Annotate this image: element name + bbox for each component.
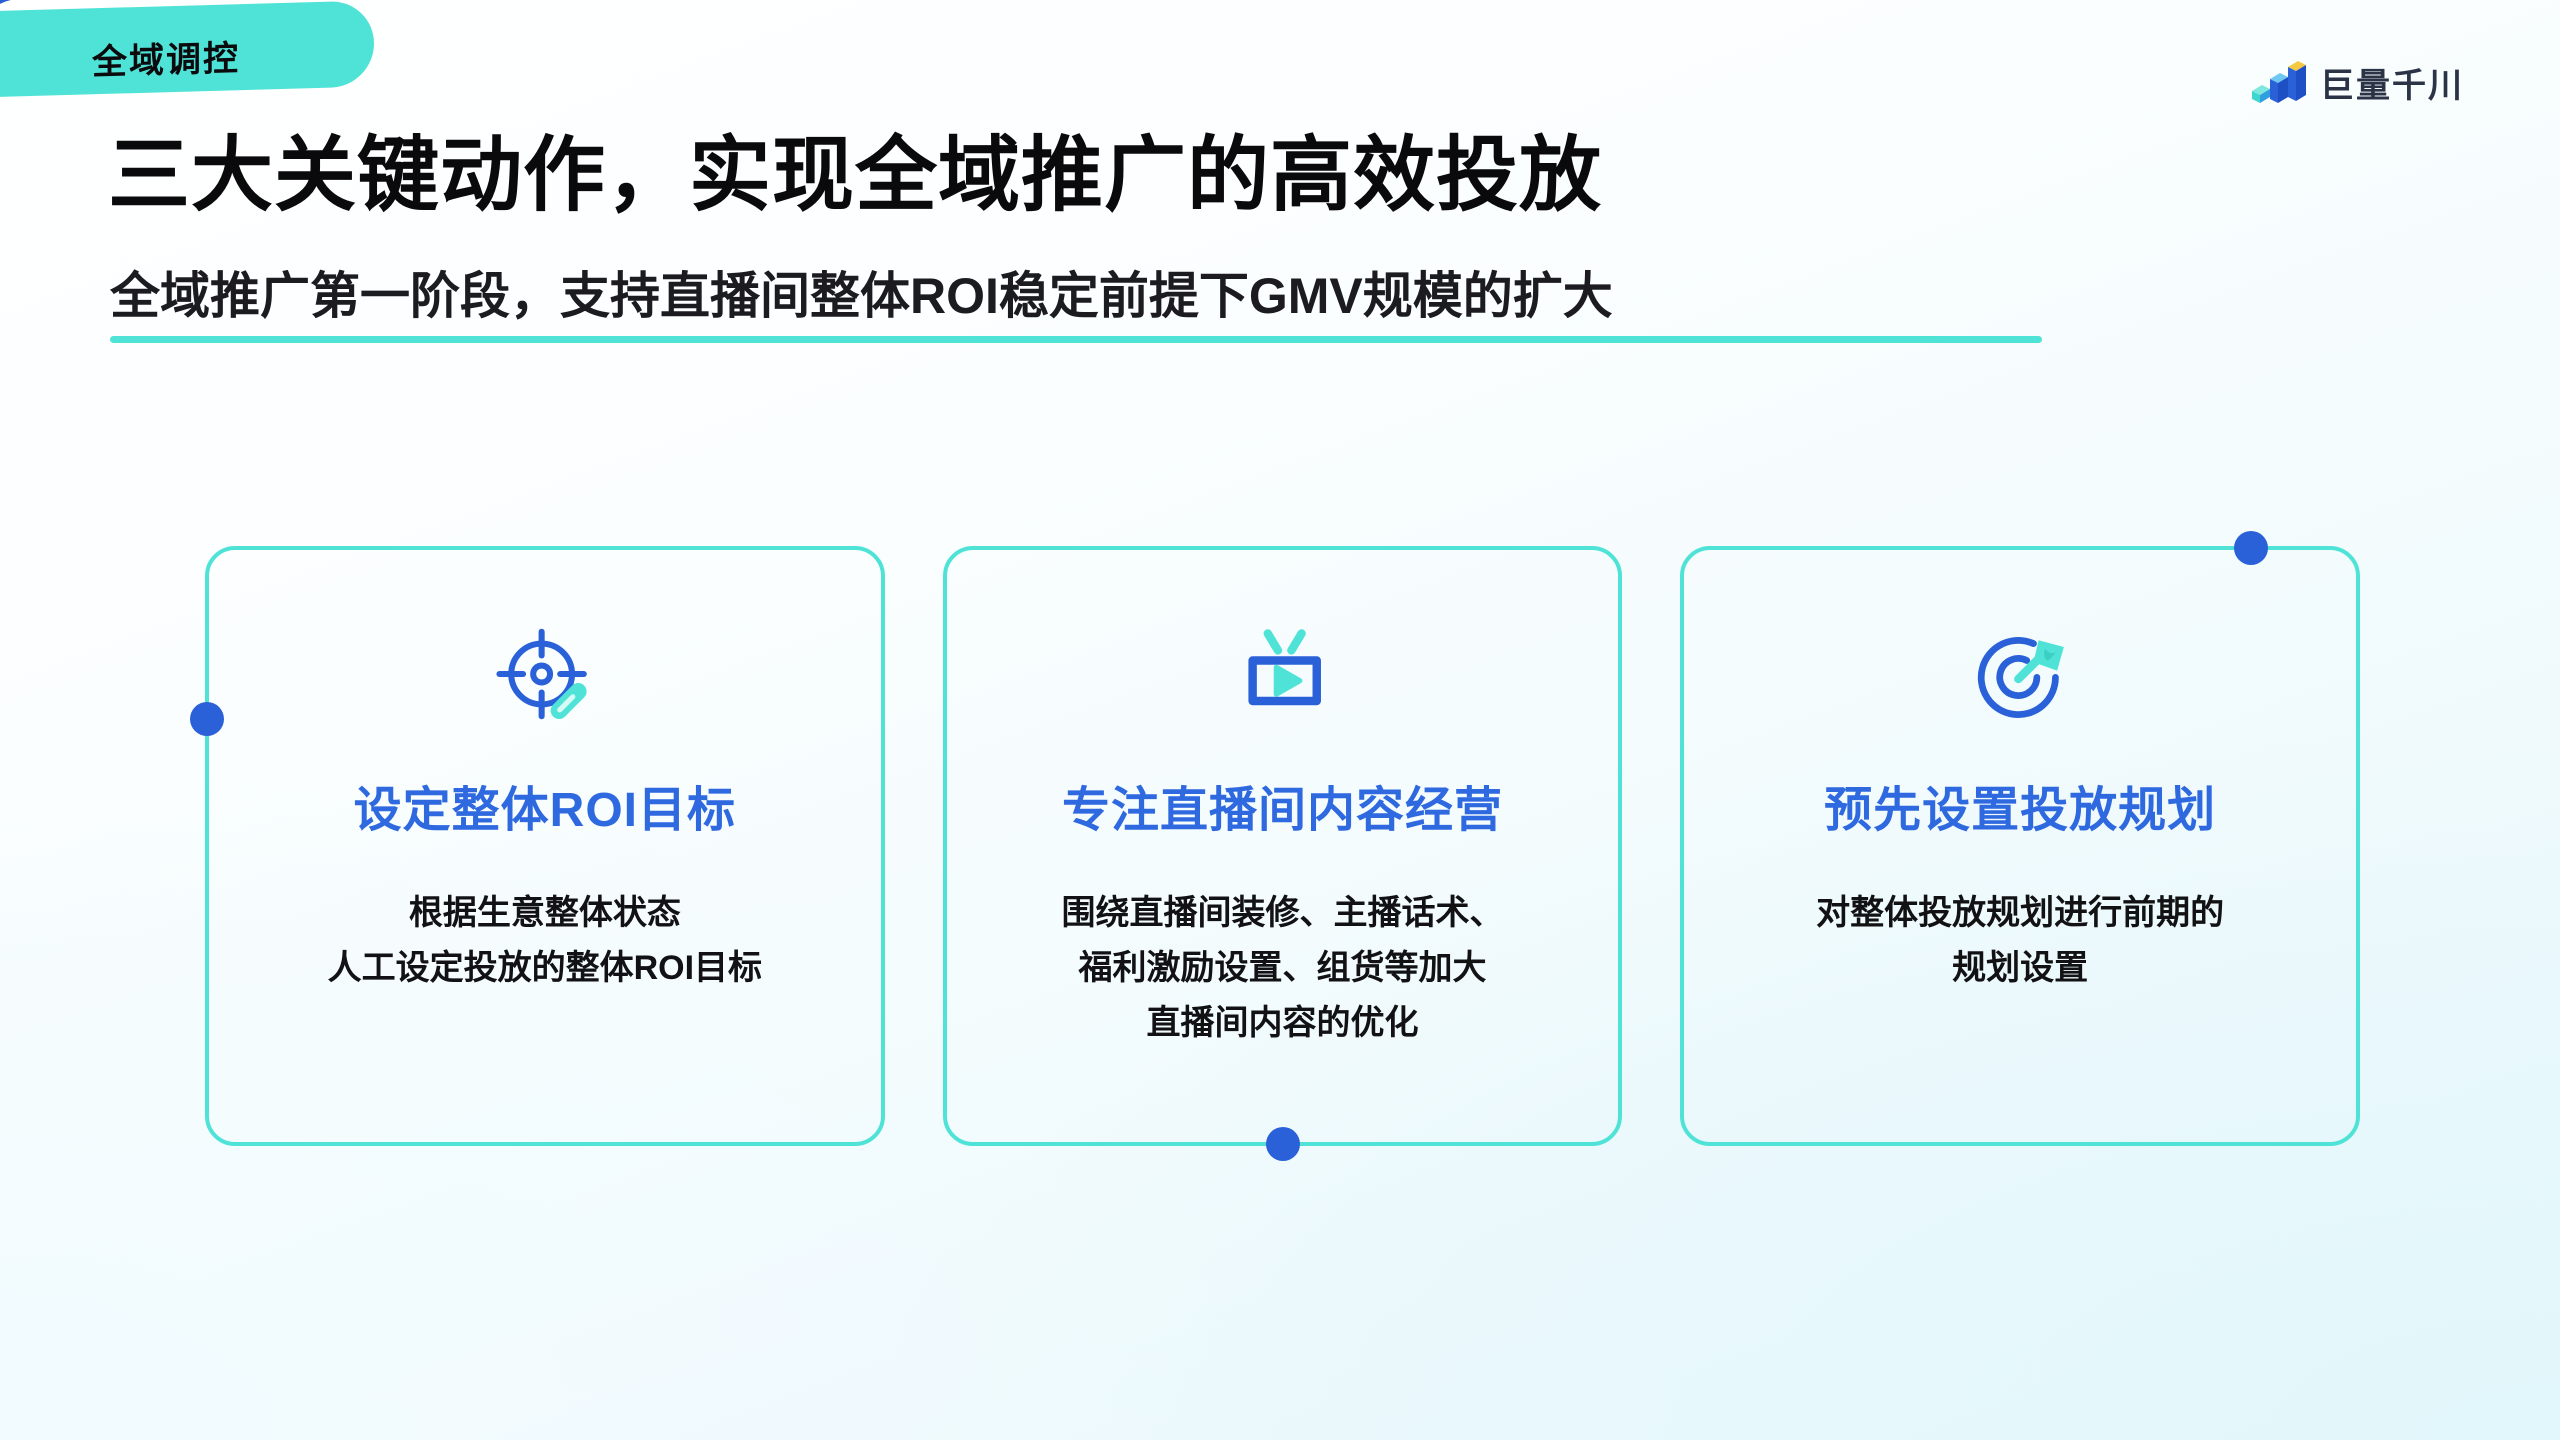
target-flag-icon (1978, 637, 2065, 718)
decorative-dot (2234, 531, 2269, 565)
subtitle-underline (110, 335, 2042, 343)
card-preset-delivery-plan[interactable]: 预先设置投放规划 对整体投放规划进行前期的 规划设置 (1680, 531, 2361, 1146)
card-body: 根据生意整体状态 人工设定投放的整体ROI目标 (327, 894, 763, 988)
live-tv-play-icon (1247, 629, 1321, 706)
bar-chart-logo-icon (2252, 60, 2306, 103)
card-icon (1966, 616, 2074, 732)
card-live-content-operation[interactable]: 专注直播间内容经营 围绕直播间装修、主播话术、 福利激励设置、组货等加大 直播间… (942, 546, 1623, 1161)
card-icon (491, 616, 599, 732)
logo-text: 巨量千川 (2320, 67, 2464, 105)
target-pencil-icon (496, 628, 587, 720)
page-title: 三大关键动作，实现全域推广的高效投放 (108, 130, 1603, 221)
card-title: 预先设置投放规划 (1824, 784, 2217, 837)
card-title: 专注直播间内容经营 (1062, 784, 1504, 837)
badge: 全域调控 (0, 6, 420, 116)
page-subtitle-group: 全域推广第一阶段，支持直播间整体ROI稳定前提下GMV规模的扩大 (110, 268, 2042, 343)
badge-label: 全域调控 (92, 38, 241, 83)
card-title: 设定整体ROI目标 (353, 784, 736, 837)
card-body: 对整体投放规划进行前期的 规划设置 (1816, 894, 2225, 988)
page-subtitle: 全域推广第一阶段，支持直播间整体ROI稳定前提下GMV规模的扩大 (110, 268, 1613, 324)
card-set-roi-target[interactable]: 设定整体ROI目标 根据生意整体状态 人工设定投放的整体ROI目标 (190, 546, 885, 1146)
card-body: 围绕直播间装修、主播话术、 福利激励设置、组货等加大 直播间内容的优化 (1061, 894, 1504, 1043)
brand-logo: 巨量千川 (2250, 58, 2464, 107)
decorative-dot (1265, 1127, 1300, 1161)
decorative-dot (190, 702, 224, 736)
card-list: 设定整体ROI目标 根据生意整体状态 人工设定投放的整体ROI目标 专注直播间内… (190, 531, 2361, 1161)
card-icon (1229, 616, 1337, 732)
